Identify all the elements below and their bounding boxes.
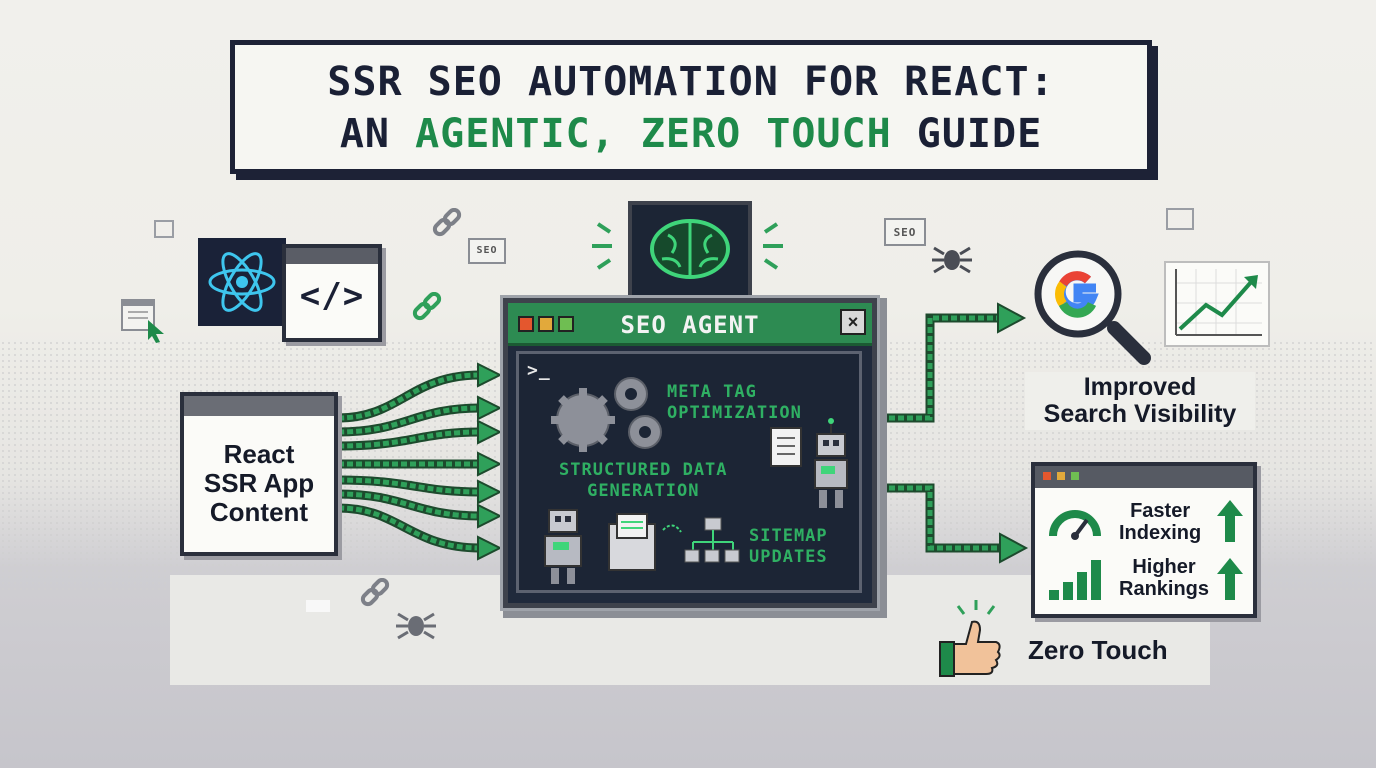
improved-search-visibility-label: Improved Search Visibility [1025, 372, 1255, 430]
spider-bot-icon-2 [396, 612, 436, 640]
higher-rankings-label: Higher Rankings [1119, 556, 1209, 600]
task-meta-tag-line-1: META TAG [667, 382, 757, 402]
thumbs-up-icon [939, 600, 1001, 677]
agent-console: >_ META TAG OPTIMIZATION [516, 351, 862, 593]
metrics-dot-yellow [1057, 472, 1065, 480]
pixel-square-deco-2 [1166, 208, 1194, 230]
visibility-line-2: Search Visibility [1043, 400, 1237, 428]
faster-indexing-label: Faster Indexing [1119, 500, 1201, 544]
code-brackets-icon: </> [299, 276, 365, 316]
title-banner: SSR SEO AUTOMATION FOR REACT: AN AGENTIC… [230, 40, 1152, 174]
link-chain-icon [432, 208, 462, 237]
react-logo-tile [198, 238, 286, 326]
content-window-bar [184, 396, 334, 416]
metrics-window: Faster Indexing Higher Rankings [1031, 462, 1257, 618]
metrics-dot-red [1043, 472, 1051, 480]
window-dot-red [518, 316, 534, 332]
title-highlight: AGENTIC, ZERO TOUCH [415, 111, 892, 157]
faster-indexing-line-2: Indexing [1119, 522, 1202, 544]
task-structured-data-line-2: GENERATION [587, 481, 700, 501]
prompt-glyph: >_ [527, 360, 551, 381]
content-label-line-1: React [223, 439, 295, 469]
higher-rankings-line-2: Rankings [1119, 578, 1210, 600]
task-meta-tag-line-2: OPTIMIZATION [667, 403, 802, 423]
title-line-2-suffix: GUIDE [891, 111, 1043, 157]
code-window-bar [286, 248, 378, 264]
brain-panel [628, 201, 752, 305]
brain-circuit-icon [650, 219, 730, 279]
close-button[interactable]: × [840, 309, 866, 335]
link-chain-icon-2 [412, 292, 442, 321]
pixel-block-deco [306, 600, 330, 612]
task-structured-data-line-1: STRUCTURED DATA [559, 460, 728, 480]
agent-title: SEO AGENT [620, 311, 760, 339]
metrics-dot-green [1071, 472, 1079, 480]
faster-indexing-line-1: Faster [1130, 500, 1191, 522]
up-arrow-icon [1217, 500, 1243, 542]
seo-agent-window: SEO AGENT × >_ META TAG OPTIMIZATION [503, 298, 877, 608]
growth-chart-icon [1164, 261, 1270, 347]
gears-icon [551, 377, 662, 452]
pixel-square-deco [154, 220, 174, 238]
title-line-2: AN AGENTIC, ZERO TOUCH GUIDE [235, 111, 1147, 157]
robot-sitemap-icon [544, 509, 740, 584]
robot-with-document-icon [770, 418, 848, 508]
spider-bot-icon [932, 246, 972, 274]
visibility-line-1: Improved [1083, 373, 1197, 401]
task-sitemap-label: SITEMAP UPDATES [749, 526, 828, 568]
content-label-line-2: SSR App [203, 468, 315, 498]
window-dot-green [558, 316, 574, 332]
window-dot-yellow [538, 316, 554, 332]
zero-touch-label: Zero Touch [1028, 635, 1168, 665]
react-atom-icon [208, 252, 276, 312]
google-search-magnifier-icon [1034, 250, 1151, 365]
browser-cursor-icon [121, 299, 164, 343]
task-structured-data-label: STRUCTURED DATA GENERATION [559, 460, 728, 502]
react-ssr-content-box: React SSR App Content [180, 392, 338, 556]
metrics-window-bar [1035, 466, 1253, 488]
higher-rankings-line-1: Higher [1132, 556, 1196, 578]
react-ssr-content-label: React SSR App Content [184, 440, 334, 527]
task-meta-tag-label: META TAG OPTIMIZATION [667, 382, 802, 424]
link-chain-icon-3 [360, 578, 390, 607]
code-window: </> [282, 244, 382, 342]
task-sitemap-line-2: UPDATES [749, 547, 828, 567]
brain-glow-rays [592, 222, 783, 270]
seo-tag-decoration: SEO [468, 238, 506, 264]
title-line-1: SSR SEO AUTOMATION FOR REACT: [327, 59, 1055, 105]
up-arrow-icon-2 [1217, 558, 1243, 600]
agent-title-bar: SEO AGENT × [508, 303, 872, 346]
bar-chart-icon [1049, 560, 1101, 600]
seo-tag-decoration-2: SEO [884, 218, 926, 246]
title-line-2-prefix: AN [339, 111, 416, 157]
task-sitemap-line-1: SITEMAP [749, 526, 828, 546]
content-label-line-3: Content [209, 497, 309, 527]
speedometer-icon [1049, 510, 1101, 540]
